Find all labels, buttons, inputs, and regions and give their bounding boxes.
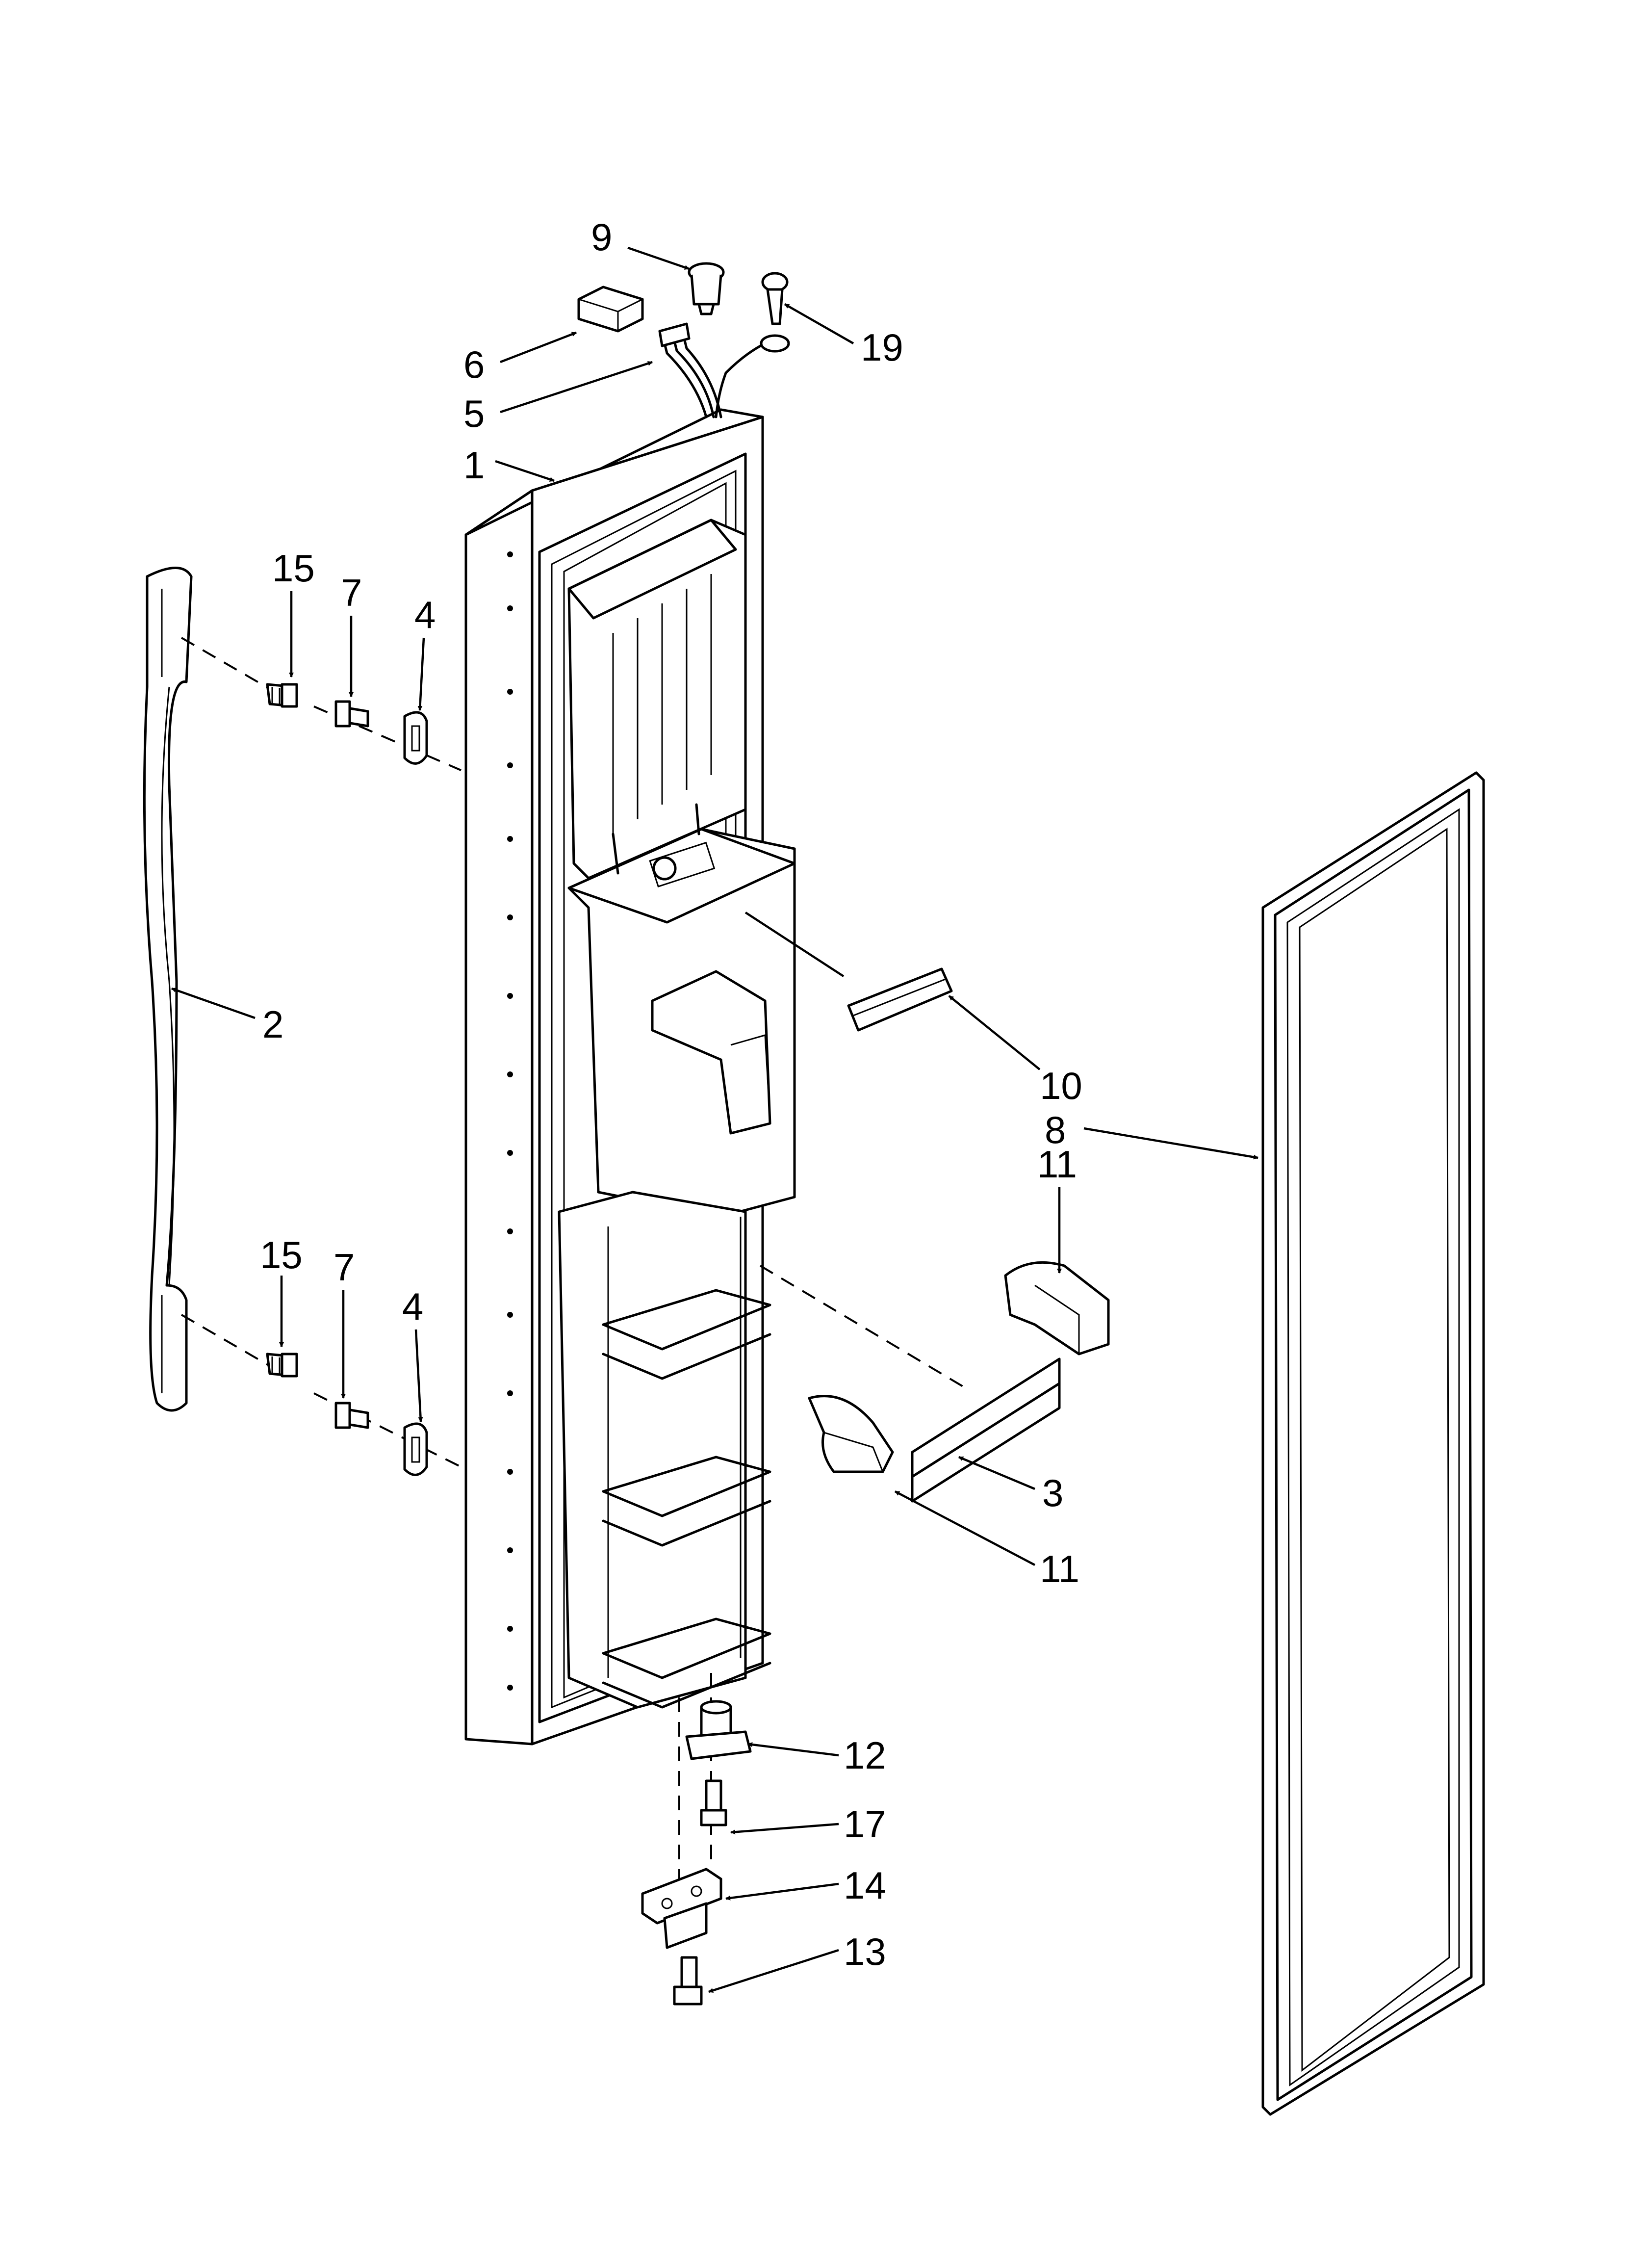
clip-4-lower (403, 1422, 428, 1476)
callout-12: 12 (844, 1734, 886, 1777)
leader-4-upper (417, 637, 425, 711)
door-handle (143, 567, 193, 1412)
connector-6 (577, 286, 644, 333)
leader-17 (730, 1823, 839, 1835)
freezer-door (464, 408, 796, 1746)
hinge-bracket-14 (641, 1868, 722, 1949)
leader-2 (171, 987, 256, 1019)
leader-8 (1083, 1127, 1258, 1160)
callout-7-lower: 7 (334, 1246, 355, 1289)
callout-2: 2 (262, 1003, 283, 1046)
callout-8: 8 (1045, 1108, 1066, 1151)
callout-14: 14 (844, 1864, 886, 1907)
wire-harness-5 (658, 322, 790, 418)
callout-1: 1 (463, 443, 485, 487)
callout-15-lower: 15 (260, 1233, 303, 1277)
callout-6: 6 (463, 343, 485, 386)
callout-11-lower: 11 (1040, 1547, 1079, 1590)
trim-10 (847, 967, 953, 1032)
leader-10 (948, 995, 1041, 1070)
door-edge-screws (507, 551, 513, 1691)
channel-3 (911, 1357, 1061, 1503)
gasket-8 (1261, 771, 1485, 2116)
screw-7-upper (334, 700, 369, 728)
callout-7-upper: 7 (341, 571, 362, 614)
leader-6 (500, 331, 577, 364)
callout-17: 17 (844, 1802, 886, 1846)
leader-10-body (744, 912, 845, 977)
leader-4-lower (414, 1329, 423, 1422)
callout-4-lower: 4 (402, 1285, 423, 1328)
leader-11-lower (894, 1490, 1036, 1566)
screw-19 (761, 272, 789, 325)
leader-1 (495, 460, 555, 482)
end-cap-11-lower (808, 1395, 894, 1473)
leader-14 (725, 1882, 839, 1901)
callout-13: 13 (844, 1930, 886, 1973)
plug-9 (688, 262, 725, 315)
screw-15-upper (266, 683, 298, 708)
callout-labels: 9 19 6 5 1 15 7 4 2 10 8 11 15 7 4 3 11 … (260, 215, 1082, 1973)
leader-5 (500, 361, 653, 414)
leader-13 (708, 1949, 839, 1993)
callout-15-upper: 15 (272, 547, 315, 590)
leader-3 (958, 1456, 1035, 1490)
callout-3: 3 (1042, 1471, 1063, 1514)
screw-17 (700, 1779, 727, 1826)
leader-19 (784, 303, 854, 344)
callout-11-upper: 11 (1037, 1143, 1077, 1186)
screw-7-lower (334, 1402, 369, 1429)
clip-4-upper (403, 711, 428, 765)
screw-13 (673, 1956, 703, 2006)
leader-9 (627, 246, 690, 270)
callout-10: 10 (1040, 1064, 1082, 1107)
end-cap-11-upper (1004, 1261, 1110, 1356)
callout-5: 5 (463, 392, 485, 435)
callout-19: 19 (861, 326, 903, 369)
channel-mount-line (759, 1265, 967, 1389)
callout-4-upper: 4 (414, 593, 436, 636)
hinge-pin-12 (685, 1700, 752, 1760)
callout-9: 9 (591, 215, 612, 259)
leader-lines (171, 246, 1258, 1993)
leader-12 (747, 1742, 839, 1757)
screw-15-lower (266, 1353, 298, 1378)
